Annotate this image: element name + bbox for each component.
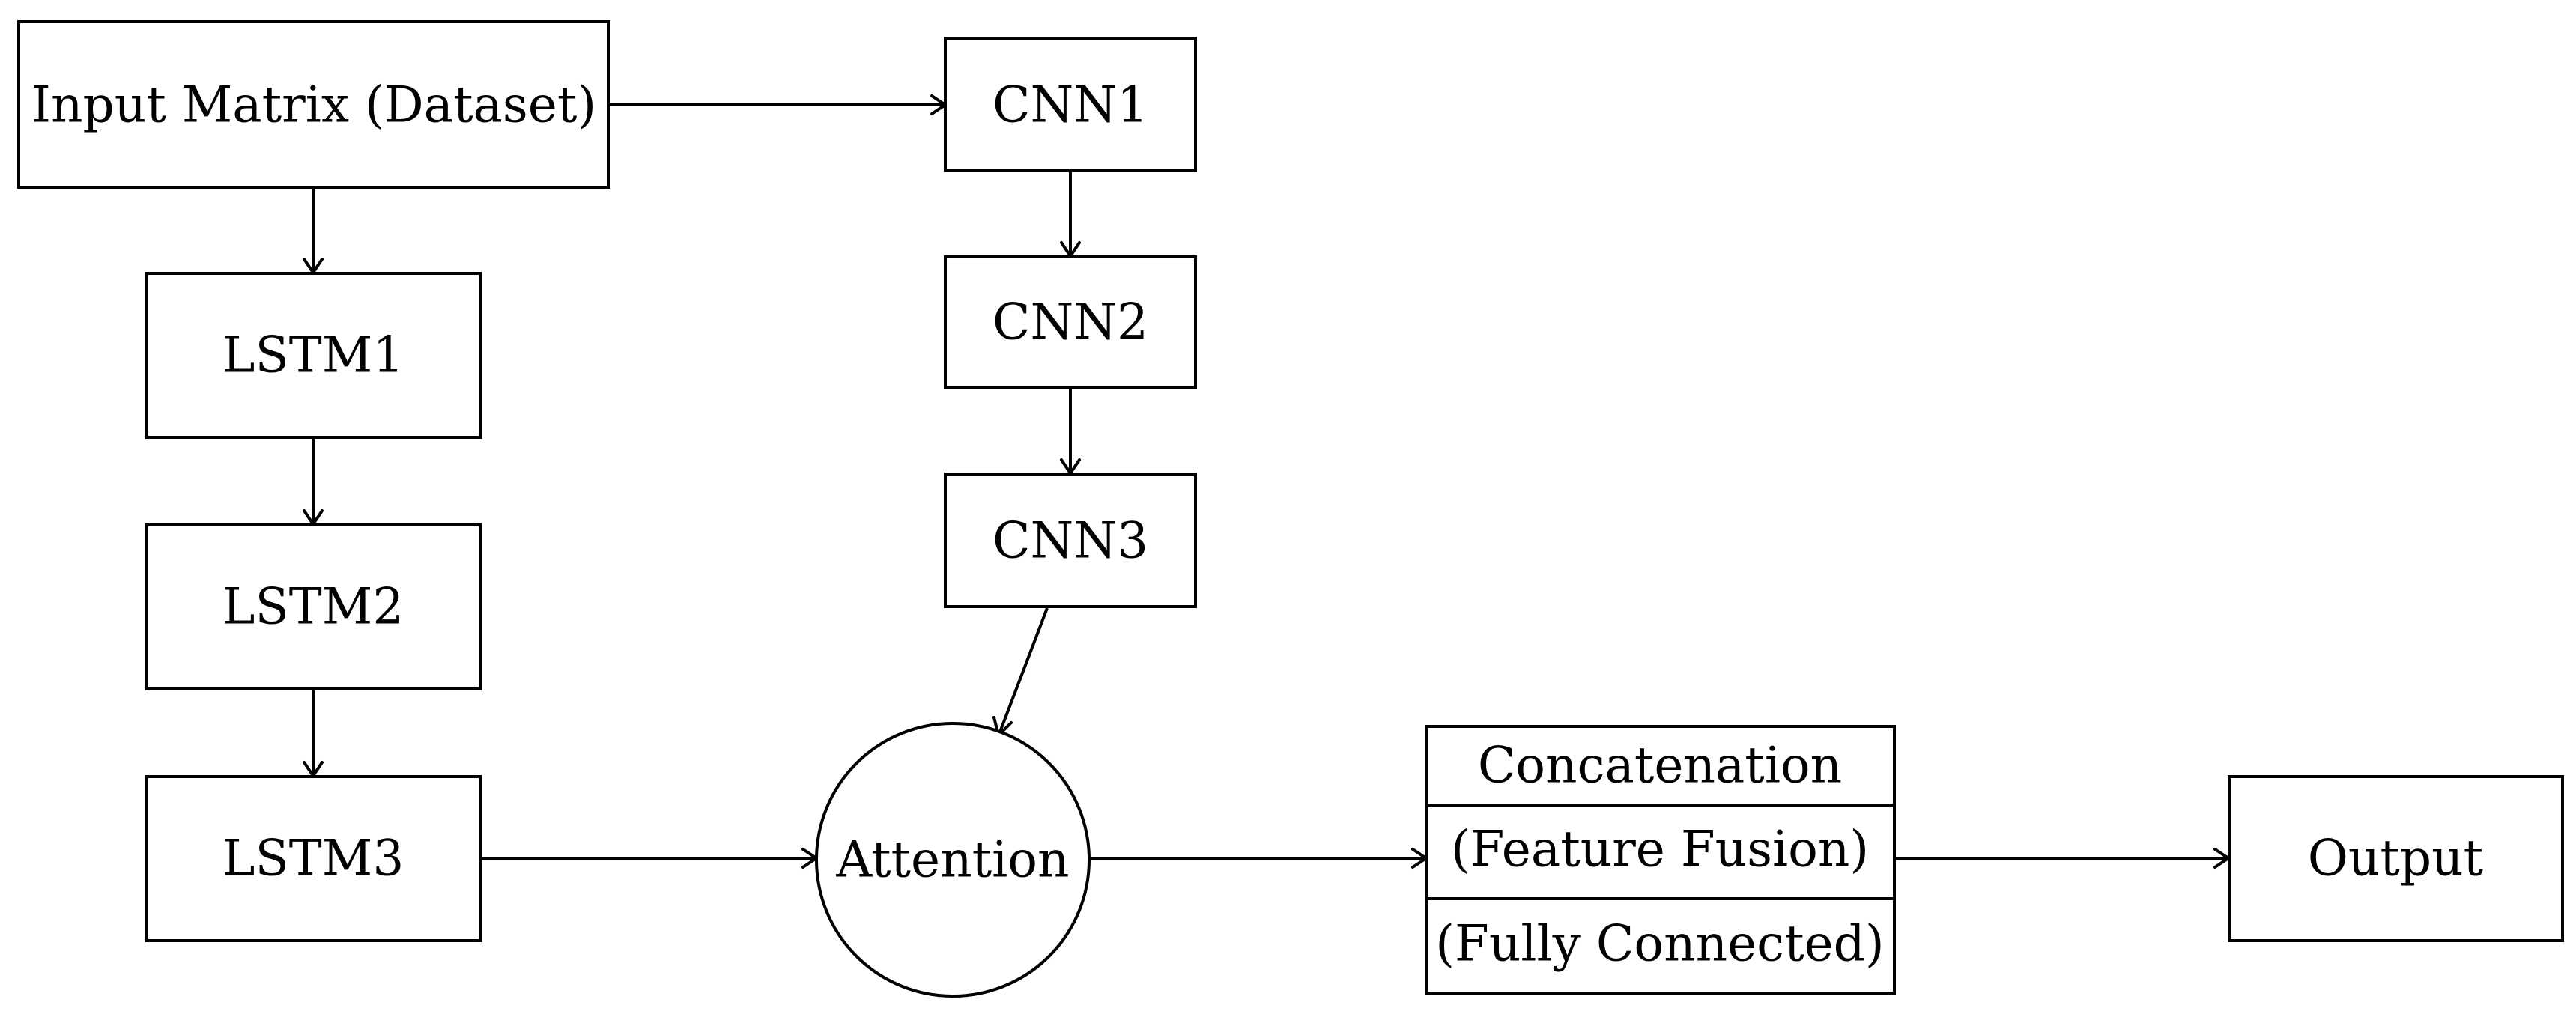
node-concatenation-feature-fusion: (Feature Fusion) [1451, 821, 1869, 878]
edge-lstm2-to-lstm3 [303, 689, 324, 777]
edge-input-to-cnn1 [609, 94, 947, 115]
edge-cnn3-to-attention [992, 607, 1049, 737]
node-cnn2-label: CNN2 [992, 294, 1148, 351]
node-lstm1: LSTM1 [145, 272, 482, 439]
node-lstm2: LSTM2 [145, 523, 482, 690]
node-lstm1-label: LSTM1 [222, 327, 404, 384]
node-input-matrix: Input Matrix (Dataset) [17, 20, 610, 189]
node-cnn3-label: CNN3 [992, 512, 1148, 570]
node-cnn3: CNN3 [944, 473, 1197, 608]
node-lstm2-label: LSTM2 [222, 578, 404, 636]
node-cnn2: CNN2 [944, 255, 1197, 389]
node-lstm3-label: LSTM3 [222, 830, 404, 887]
node-lstm3: LSTM3 [145, 775, 482, 942]
edge-cnn1-to-cnn2 [1060, 171, 1081, 258]
edge-attention-to-concat [1089, 848, 1428, 869]
node-cnn1-label: CNN1 [992, 76, 1148, 134]
edges [303, 94, 2230, 869]
node-output-label: Output [2308, 830, 2483, 887]
node-cnn1: CNN1 [944, 37, 1197, 172]
node-concatenation: Concatenation (Feature Fusion) (Fully Co… [1425, 725, 1896, 995]
edge-input-to-lstm1 [303, 187, 324, 274]
node-output: Output [2228, 775, 2564, 942]
node-attention-label: Attention [836, 831, 1070, 889]
node-concatenation-fully-connected: (Fully Connected) [1435, 915, 1884, 973]
edge-lstm1-to-lstm2 [303, 437, 324, 526]
edge-lstm3-to-attention [480, 848, 818, 869]
node-attention: Attention [815, 722, 1091, 998]
node-concatenation-title: Concatenation [1478, 737, 1842, 795]
node-input-matrix-label: Input Matrix (Dataset) [31, 76, 596, 134]
edge-cnn2-to-cnn3 [1060, 388, 1081, 475]
edge-concat-to-output [1894, 848, 2230, 869]
